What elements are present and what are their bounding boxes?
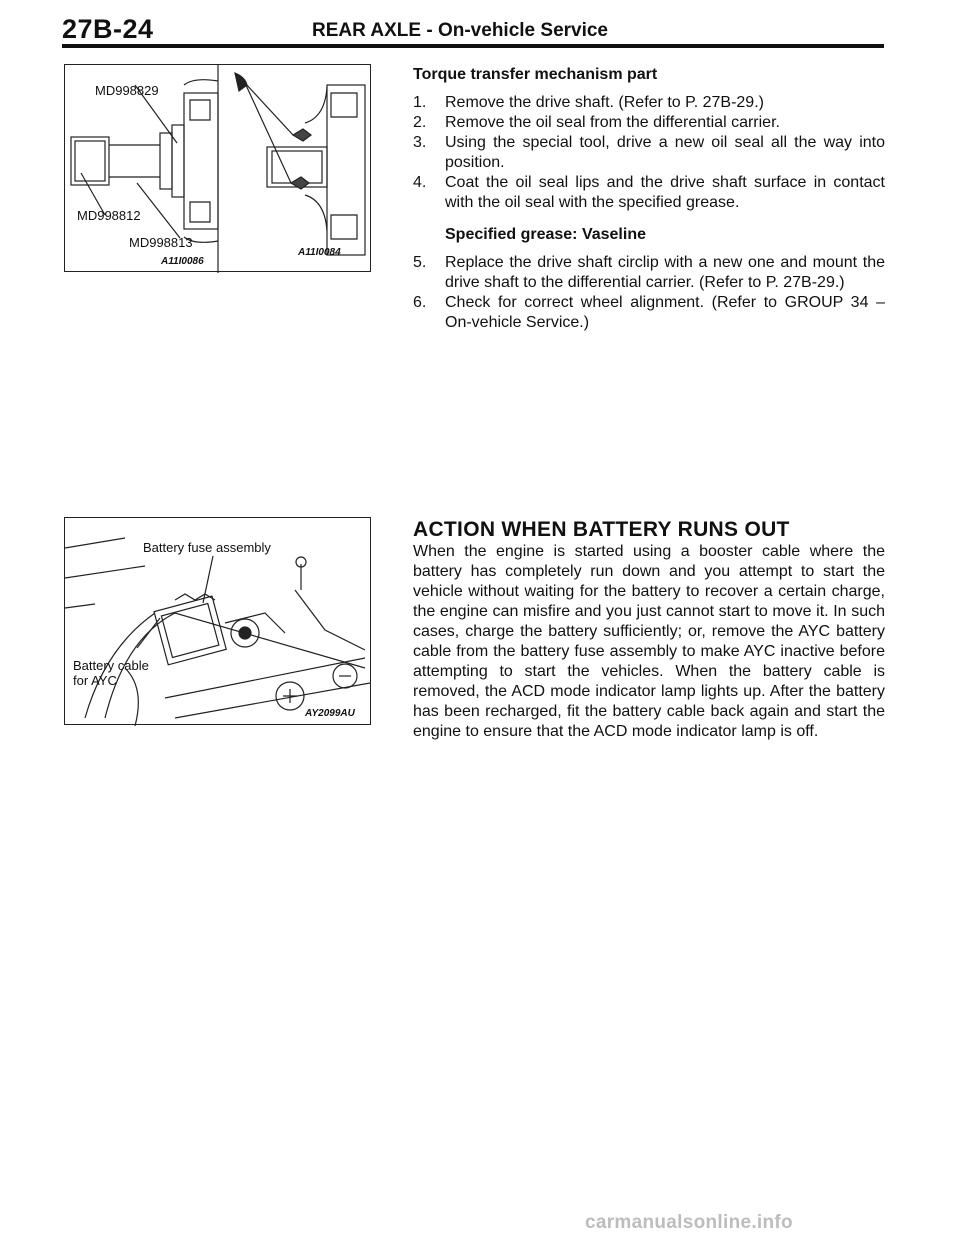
callout-md998812: MD998812 xyxy=(77,208,141,223)
watermark: carmanualsonline.info xyxy=(585,1212,793,1233)
callout-battery-cable: Battery cable for AYC xyxy=(73,658,149,688)
battery-runs-out-section: ACTION WHEN BATTERY RUNS OUT When the en… xyxy=(413,518,885,742)
torque-transfer-section: Torque transfer mechanism part 1. Remove … xyxy=(413,65,885,333)
step-number: 4. xyxy=(413,174,427,191)
oil-seal-figure: MD998829 MD998812 MD998813 A11I0086 A11I… xyxy=(64,64,371,273)
page-number: 27B-24 xyxy=(62,14,154,44)
body-paragraph: When the engine is started using a boost… xyxy=(413,543,885,740)
step-text: Remove the oil seal from the differentia… xyxy=(445,114,780,131)
step-text: Remove the drive shaft. (Refer to P. 27B… xyxy=(445,94,764,111)
page-title: REAR AXLE - On-vehicle Service xyxy=(312,20,609,41)
step-number: 5. xyxy=(413,254,427,271)
callout-md998829: MD998829 xyxy=(95,83,159,98)
step-5: 5. Replace the drive shaft circlip with a… xyxy=(413,253,885,293)
callout-line: for AYC xyxy=(73,673,117,688)
figure-code: AY2099AU xyxy=(305,708,355,719)
callout-battery-fuse-assembly: Battery fuse assembly xyxy=(143,540,271,555)
step-text: Using the special tool, drive a new oil … xyxy=(445,134,885,171)
header-rule xyxy=(62,44,884,48)
battery-illustration xyxy=(65,537,371,726)
step-number: 6. xyxy=(413,294,427,311)
step-text: Check for correct wheel alignment. (Refe… xyxy=(445,294,885,331)
step-1: 1. Remove the drive shaft. (Refer to P. 2… xyxy=(413,93,885,113)
step-number: 3. xyxy=(413,134,427,151)
step-6: 6. Check for correct wheel alignment. (Re… xyxy=(413,293,885,333)
step-3: 3. Using the special tool, drive a new oi… xyxy=(413,133,885,173)
step-number: 1. xyxy=(413,94,427,111)
step-2: 2. Remove the oil seal from the different… xyxy=(413,113,885,133)
step-number: 2. xyxy=(413,114,427,131)
figure-code-right: A11I0084 xyxy=(298,247,341,258)
oil-seal-diagram xyxy=(70,65,366,273)
specified-grease: Specified grease: Vaseline xyxy=(445,226,646,243)
callout-line: Battery cable xyxy=(73,658,149,673)
section-heading: ACTION WHEN BATTERY RUNS OUT xyxy=(413,518,790,541)
step-text: Coat the oil seal lips and the drive sha… xyxy=(445,174,885,211)
step-text: Replace the drive shaft circlip with a n… xyxy=(445,254,885,291)
section-subheading: Torque transfer mechanism part xyxy=(413,66,658,83)
callout-md998813: MD998813 xyxy=(129,235,193,250)
figure-code-left: A11I0086 xyxy=(161,256,204,267)
step-4: 4. Coat the oil seal lips and the drive s… xyxy=(413,173,885,213)
battery-figure: Battery fuse assembly Battery cable for … xyxy=(64,517,371,726)
